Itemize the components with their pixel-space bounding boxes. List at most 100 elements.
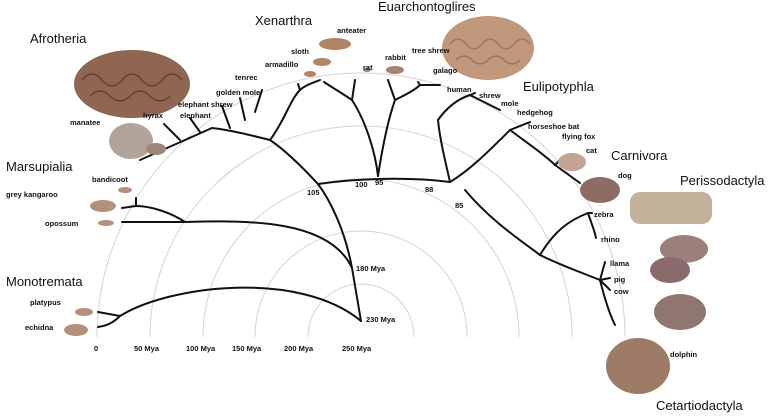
ring-100-mya [202, 178, 520, 338]
branch-pig [599, 277, 611, 281]
node-95: 95 [375, 178, 383, 187]
tick-250: 250 Mya [342, 344, 372, 353]
label-tree: tree shrew [412, 46, 450, 55]
rat-brain-image [363, 68, 371, 72]
branch-kangaroo-bandicoot [135, 205, 186, 223]
group-labels: Afrotheria Xenarthra Euarchontoglires Eu… [6, 0, 765, 413]
branch-laurasiatheria [437, 119, 451, 183]
group-afrotheria: Afrotheria [30, 31, 87, 46]
group-euarchontoglires: Euarchontoglires [378, 0, 476, 14]
branch-rat [323, 81, 353, 101]
branch-sloth-anteater [299, 79, 321, 91]
label-llama: llama [610, 259, 630, 268]
label-echidna: echidna [25, 323, 54, 332]
branch-ungulates [464, 189, 541, 256]
label-elephant: elephant [180, 111, 211, 120]
label-elephant-shrew: elephant shrew [178, 100, 233, 109]
branch-platypus [97, 311, 121, 317]
platypus-brain-image [75, 308, 93, 316]
branch-marsupial-stem [184, 220, 353, 269]
branch-llama [599, 261, 606, 281]
branch-dolphin [599, 279, 616, 326]
group-perissodactyla: Perissodactyla [680, 173, 765, 188]
label-flying-fox: flying fox [562, 132, 596, 141]
label-bandicoot: bandicoot [92, 175, 128, 184]
armadillo-brain-image [304, 71, 316, 77]
node-labels: 180 Mya 230 Mya 105 100 95 88 85 [307, 178, 463, 324]
tree-branches [97, 79, 616, 328]
tick-50: 50 Mya [134, 344, 160, 353]
label-rabbit: rabbit [385, 53, 406, 62]
branch-rhino [587, 212, 597, 239]
elephant-brain-folds [81, 73, 183, 102]
rhino-brain-image [660, 235, 708, 263]
label-human: human [447, 85, 472, 94]
branch-xenarthra [269, 89, 301, 141]
dolphin-brain-image [606, 338, 670, 394]
branch-echidna [97, 315, 121, 328]
label-pig: pig [614, 275, 626, 284]
branch-afrotheria [211, 127, 271, 141]
branch-boreoeutheria [317, 177, 451, 185]
branch-euarchonta [377, 99, 396, 177]
label-hyrax: hyrax [143, 111, 164, 120]
sloth-brain-image [313, 58, 331, 66]
branch-primates [394, 84, 421, 101]
tick-0: 0 [94, 344, 98, 353]
group-monotremata: Monotremata [6, 274, 83, 289]
species-labels: manatee hyrax elephant elephant shrew go… [6, 26, 697, 359]
llama-brain-image [650, 257, 690, 283]
branch-atlantogenata [269, 139, 319, 185]
label-rat: rat [363, 63, 373, 72]
branch-monotreme-stem [119, 286, 362, 322]
branch-elephant-shrew [221, 105, 231, 129]
label-platypus: platypus [30, 298, 61, 307]
group-marsupialia: Marsupialia [6, 159, 73, 174]
label-dolphin: dolphin [670, 350, 697, 359]
brain-images [64, 16, 712, 394]
group-eulipotyphla: Eulipotyphla [523, 79, 595, 94]
group-carnivora: Carnivora [611, 148, 668, 163]
node-230-mya: 230 Mya [366, 315, 396, 324]
perissodactyla-brain-image [630, 192, 712, 224]
group-cetartiodactyla: Cetartiodactyla [656, 398, 743, 413]
branch-bats [509, 121, 531, 131]
kangaroo-brain-image [90, 200, 116, 212]
label-rhino: rhino [601, 235, 620, 244]
bandicoot-brain-image [118, 187, 132, 193]
label-galago: galago [433, 66, 458, 75]
manatee-brain-image [109, 123, 153, 159]
label-golden-mole: golden mole [216, 88, 260, 97]
ring-50-mya [149, 125, 573, 338]
label-cat: cat [586, 146, 597, 155]
label-mole: mole [501, 99, 519, 108]
tick-150: 150 Mya [232, 344, 262, 353]
branch-scrotifera [449, 129, 511, 183]
human-brain-folds [449, 38, 531, 65]
tick-100: 100 Mya [186, 344, 216, 353]
label-armadillo: armadillo [265, 60, 299, 69]
node-85: 85 [455, 201, 463, 210]
label-zebra: zebra [594, 210, 614, 219]
label-anteater: anteater [337, 26, 366, 35]
rabbit-brain-image [386, 66, 404, 74]
label-tenrec: tenrec [235, 73, 258, 82]
ring-0-mya [96, 72, 626, 338]
elephant-brain-image [74, 50, 190, 118]
branch-tenrec [254, 89, 263, 113]
branch-cow [599, 279, 611, 291]
branch-placental-stem [317, 183, 353, 269]
branch-carnivora [509, 129, 556, 166]
node-105: 105 [307, 188, 320, 197]
anteater-brain-image [319, 38, 351, 50]
branch-grey-kangaroo [121, 205, 137, 209]
branch-manatee [139, 127, 213, 161]
hyrax-brain-image [146, 143, 166, 155]
branch-mole-hedgehog [469, 94, 501, 111]
branch-elephant [189, 117, 201, 133]
label-hedgehog: hedgehog [517, 108, 553, 117]
label-cow: cow [614, 287, 629, 296]
opossum-brain-image [98, 220, 114, 226]
label-horseshoe-bat: horseshoe bat [528, 122, 580, 131]
